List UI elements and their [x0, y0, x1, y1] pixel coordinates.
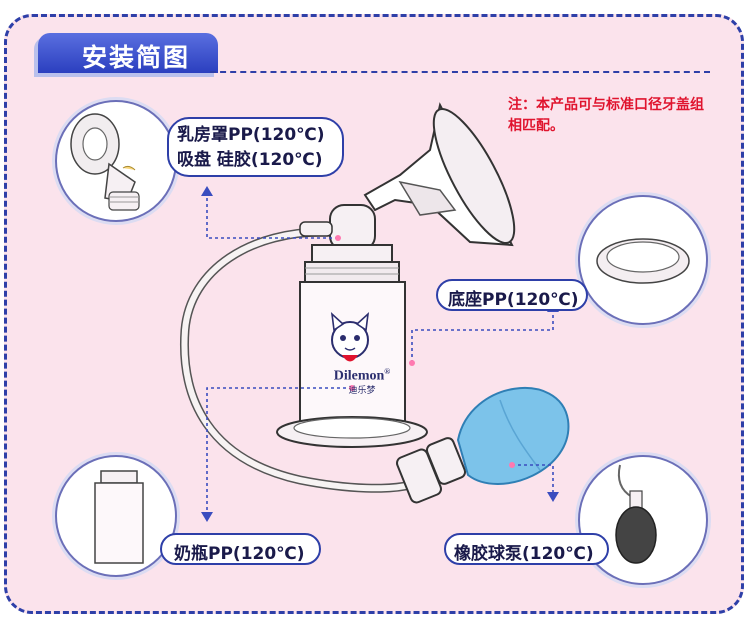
brand-chinese: 迪乐梦 [348, 386, 376, 396]
bulb-detail-circle [578, 455, 708, 585]
base-detail-circle [578, 195, 708, 325]
bulb-pump-shape [456, 387, 570, 485]
page-title: 安装简图 [82, 43, 191, 72]
breast-shield-detail-icon [70, 113, 140, 211]
bottle-detail-circle [55, 455, 177, 577]
shield-detail-circle [55, 100, 177, 222]
label-base: 底座PP(120℃) [436, 279, 588, 311]
mascot-cat-icon [330, 311, 370, 362]
label-suction-cup-text: 吸盘 硅胶(120℃) [177, 150, 323, 170]
bulb-detail-icon [615, 464, 657, 564]
brand-name: Dilemon® [333, 367, 391, 384]
label-bottle: 奶瓶PP(120℃) [160, 533, 321, 565]
title-divider [210, 71, 710, 73]
bottle-detail-icon [94, 470, 144, 564]
label-bulb-pump: 橡胶球泵(120℃) [444, 533, 609, 565]
base-detail-icon [596, 238, 690, 284]
breast-shield-shape [363, 102, 516, 247]
compatibility-note: 注：本产品可与标准口径牙盖组相匹配。 [508, 97, 704, 134]
title-tab: 安装简图 [38, 33, 218, 73]
label-breast-shield: 乳房罩PP(120℃) 吸盘 硅胶(120℃) [167, 117, 344, 177]
label-breast-shield-text: 乳房罩PP(120℃) [177, 125, 325, 145]
